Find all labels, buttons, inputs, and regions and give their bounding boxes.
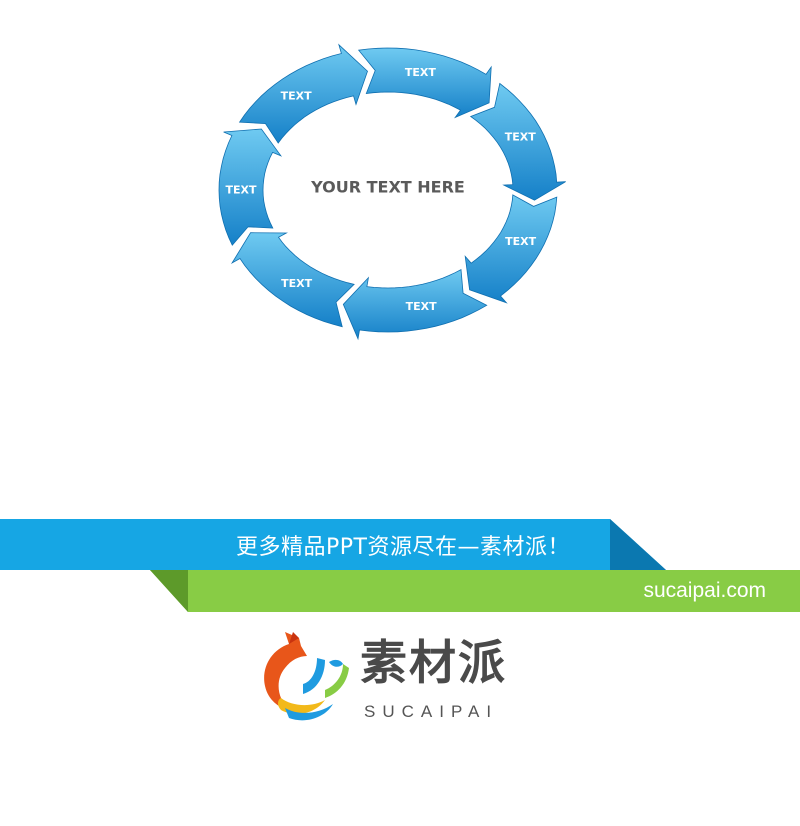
promo-banner-fold — [610, 519, 666, 570]
cycle-arrow-segment — [238, 43, 368, 144]
url-banner-fold — [150, 570, 188, 612]
cycle-arrow-segment — [357, 47, 492, 119]
cycle-segment-label: TEXT — [281, 89, 312, 102]
cycle-diagram: TEXT TEXT TEXT TEXT TEXT TEXT TEXT YOUR TEXT H… — [218, 43, 566, 341]
cycle-arrow-segment — [342, 268, 488, 341]
cycle-segment-label: TEXT — [281, 277, 312, 290]
sucaipai-logo-icon — [264, 632, 349, 721]
promo-banner-blue — [0, 519, 666, 570]
cycle-segment-label: TEXT — [505, 131, 536, 144]
url-banner-green — [150, 570, 800, 612]
promo-banner-text: 更多精品PPT资源尽在—素材派！ — [236, 534, 570, 560]
brand-name-english: SUCAIPAI — [364, 702, 499, 721]
cycle-segment-label: TEXT — [406, 300, 437, 313]
brand-name-chinese: 素材派 — [360, 636, 507, 691]
cycle-segment-label: TEXT — [505, 235, 536, 248]
cycle-segment-label: TEXT — [405, 66, 436, 79]
cycle-arrow-segment — [230, 232, 355, 328]
cycle-arrow-segment — [464, 194, 558, 304]
cycle-segment-label: TEXT — [225, 183, 256, 196]
cycle-arrow-segment — [469, 82, 566, 201]
site-url[interactable]: sucaipai.com — [643, 579, 766, 602]
cycle-arrow-segment — [218, 128, 283, 246]
center-text: YOUR TEXT HERE — [310, 178, 465, 197]
